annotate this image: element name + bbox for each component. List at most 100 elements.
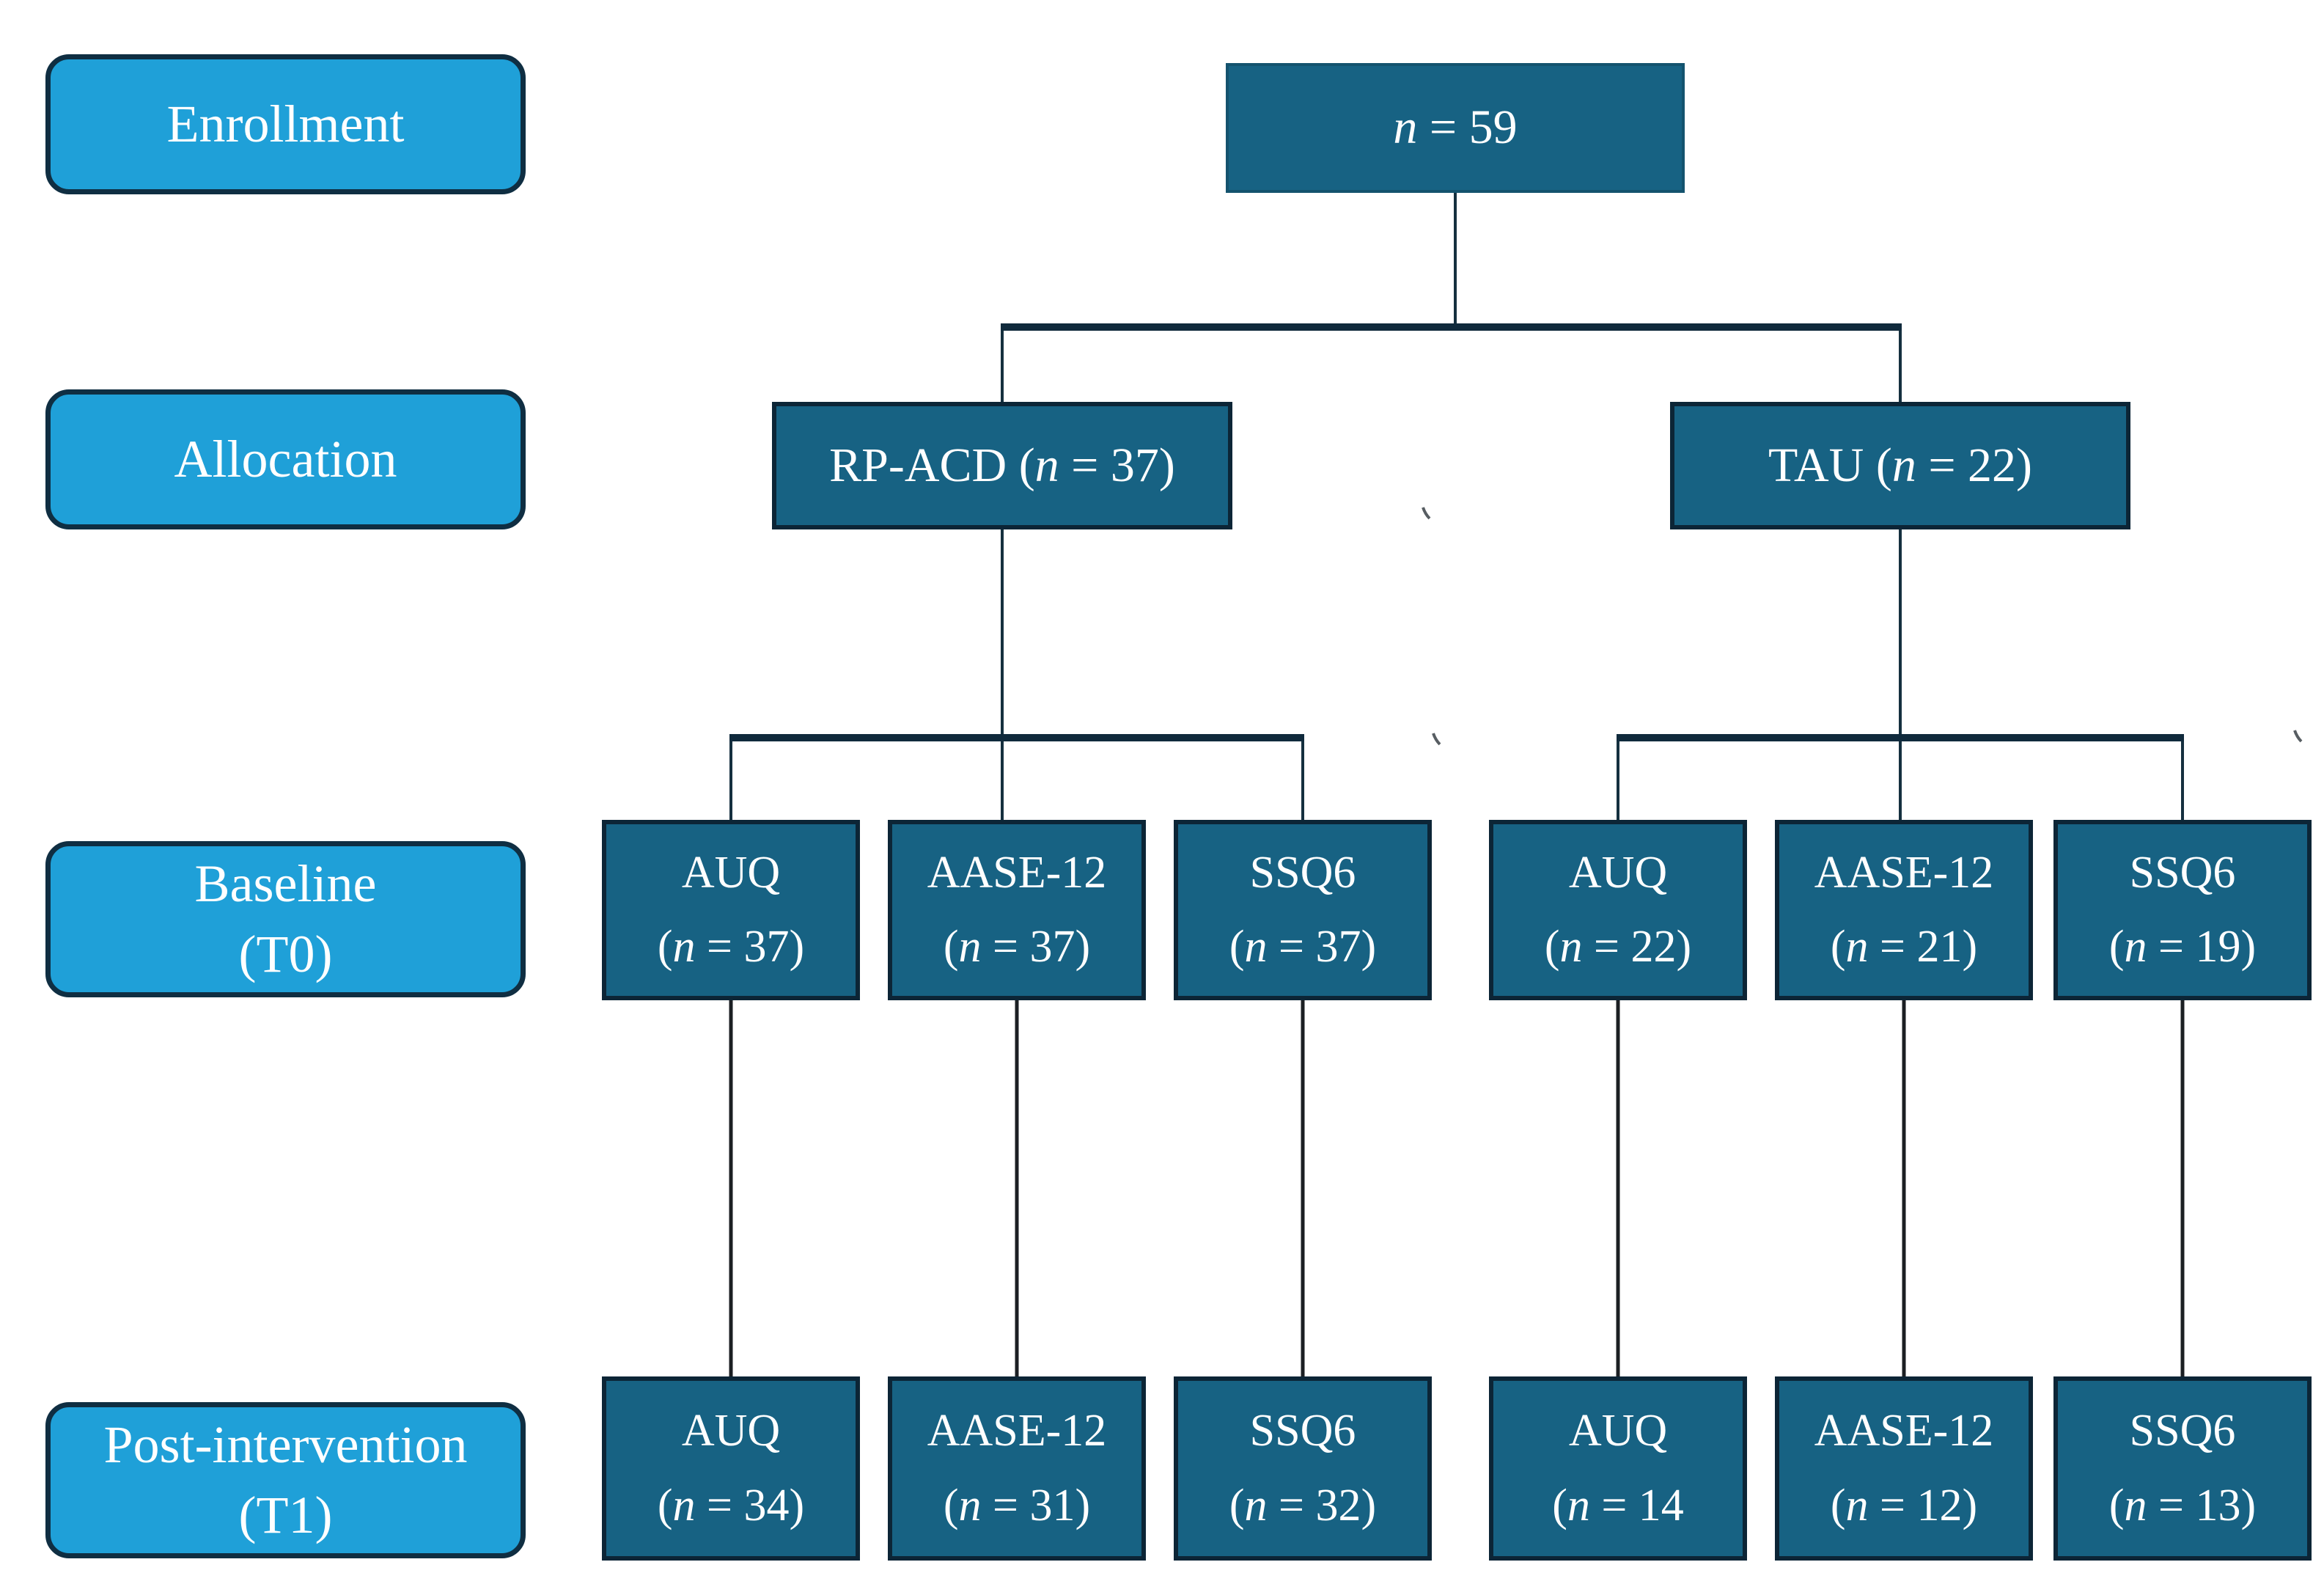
rp-acd-arm-text: RP-ACD (n = 37): [829, 439, 1175, 493]
measure-n: (n = 31): [944, 1480, 1090, 1532]
n-value: = 12): [1868, 1480, 1978, 1530]
measure-n: (n = 12): [1831, 1480, 1977, 1532]
n-variable: n: [1891, 438, 1916, 492]
paren-open: (: [1830, 1480, 1846, 1530]
arm-name: RP-ACD: [829, 438, 1007, 492]
total-sample-box: n = 59: [1226, 63, 1685, 193]
n-value: = 59: [1417, 100, 1518, 155]
n-value: = 37): [981, 922, 1091, 972]
measure-n: (n = 37): [944, 921, 1090, 973]
n-variable: n: [1567, 1480, 1590, 1530]
post-tau-ssq6-box: SSQ6 (n = 13): [2053, 1376, 2312, 1561]
stage-label-baseline-t0: Baseline (T0): [45, 841, 526, 997]
stage-label-subtext: (T1): [238, 1485, 333, 1544]
paren-open: (: [2108, 1480, 2125, 1530]
measure-n: (n = 19): [2109, 921, 2256, 973]
baseline-tau-ssq6-box: SSQ6 (n = 19): [2053, 820, 2312, 1000]
stage-label-allocation: Allocation: [45, 389, 526, 529]
baseline-rpacd-aase12-box: AASE-12 (n = 37): [888, 820, 1146, 1000]
n-variable: n: [1845, 1480, 1869, 1530]
n-variable: n: [958, 1480, 982, 1530]
measure-n: (n = 34): [658, 1480, 804, 1532]
n-value: = 37): [1267, 922, 1377, 972]
total-sample-text: n = 59: [1393, 100, 1518, 155]
n-variable: n: [1559, 922, 1583, 972]
measure-title: SSQ6: [1249, 1406, 1356, 1456]
paren-open: (: [1864, 438, 1892, 492]
n-value: = 13): [2147, 1480, 2257, 1530]
stage-label-text: Enrollment: [166, 94, 405, 153]
paren-open: (: [1552, 1480, 1567, 1530]
rp-acd-arm-box: RP-ACD (n = 37): [772, 402, 1232, 529]
scan-speck: [2293, 730, 2303, 743]
baseline-tau-aase12-box: AASE-12 (n = 21): [1775, 820, 2033, 1000]
paren-open: (: [1229, 922, 1245, 972]
n-value: = 22): [1582, 922, 1692, 972]
n-variable: n: [1393, 100, 1418, 155]
measure-n: (n = 37): [658, 921, 804, 973]
measure-n: (n = 37): [1229, 921, 1376, 973]
n-variable: n: [1845, 922, 1869, 972]
baseline-rpacd-auq-box: AUQ (n = 37): [602, 820, 860, 1000]
baseline-tau-auq-box: AUQ (n = 22): [1489, 820, 1747, 1000]
stage-label-text: Post-intervention: [103, 1415, 468, 1475]
arm-name: TAU: [1768, 438, 1864, 492]
n-value: = 31): [981, 1480, 1091, 1530]
n-variable: n: [2124, 1480, 2147, 1530]
measure-title: SSQ6: [1249, 847, 1356, 898]
n-variable: n: [2124, 922, 2147, 972]
tau-arm-box: TAU (n = 22): [1670, 402, 2130, 529]
stage-label-post-intervention-t1: Post-intervention (T1): [45, 1402, 526, 1558]
paren-open: (: [1544, 922, 1560, 972]
n-variable: n: [1244, 1480, 1268, 1530]
n-value: = 19): [2147, 922, 2257, 972]
paren-open: (: [657, 1480, 673, 1530]
paren-open: (: [2108, 922, 2125, 972]
n-variable: n: [1244, 922, 1268, 972]
measure-title: AUQ: [681, 847, 781, 898]
measure-title: AASE-12: [927, 847, 1107, 898]
paren-open: (: [943, 1480, 959, 1530]
measure-title: AUQ: [1568, 847, 1668, 898]
stage-label-enrollment: Enrollment: [45, 54, 526, 194]
n-variable: n: [672, 922, 696, 972]
scan-speck: [1422, 507, 1431, 520]
measure-title: AASE-12: [1814, 847, 1994, 898]
measure-n: (n = 14: [1552, 1480, 1684, 1532]
paren-open: (: [943, 922, 959, 972]
measure-n: (n = 21): [1831, 921, 1977, 973]
n-value: = 34): [695, 1480, 805, 1530]
measure-n: (n = 13): [2109, 1480, 2256, 1532]
n-value: = 32): [1267, 1480, 1377, 1530]
stage-label-text: Allocation: [174, 429, 397, 488]
measure-title: AASE-12: [927, 1406, 1107, 1456]
stage-label-text: Baseline: [194, 854, 377, 914]
stage-label-subtext: (T0): [238, 924, 333, 983]
n-value: = 37): [695, 922, 805, 972]
paren-open: (: [1007, 438, 1035, 492]
measure-title: AUQ: [681, 1406, 781, 1456]
post-rpacd-ssq6-box: SSQ6 (n = 32): [1174, 1376, 1432, 1561]
paren-open: (: [1229, 1480, 1245, 1530]
n-variable: n: [1034, 438, 1059, 492]
n-value: = 37): [1059, 438, 1175, 492]
measure-title: AASE-12: [1814, 1406, 1994, 1456]
measure-title: SSQ6: [2129, 1406, 2236, 1456]
n-variable: n: [958, 922, 982, 972]
post-tau-aase12-box: AASE-12 (n = 12): [1775, 1376, 2033, 1561]
n-value: = 21): [1868, 922, 1978, 972]
post-rpacd-aase12-box: AASE-12 (n = 31): [888, 1376, 1146, 1561]
measure-title: SSQ6: [2129, 847, 2236, 898]
baseline-rpacd-ssq6-box: SSQ6 (n = 37): [1174, 820, 1432, 1000]
n-variable: n: [672, 1480, 696, 1530]
tau-arm-text: TAU (n = 22): [1768, 439, 2032, 493]
paren-open: (: [1830, 922, 1846, 972]
measure-n: (n = 22): [1545, 921, 1691, 973]
measure-n: (n = 32): [1229, 1480, 1376, 1532]
paren-open: (: [657, 922, 673, 972]
measure-title: AUQ: [1568, 1406, 1668, 1456]
n-value: = 22): [1916, 438, 2033, 492]
n-value: = 14: [1589, 1480, 1684, 1530]
